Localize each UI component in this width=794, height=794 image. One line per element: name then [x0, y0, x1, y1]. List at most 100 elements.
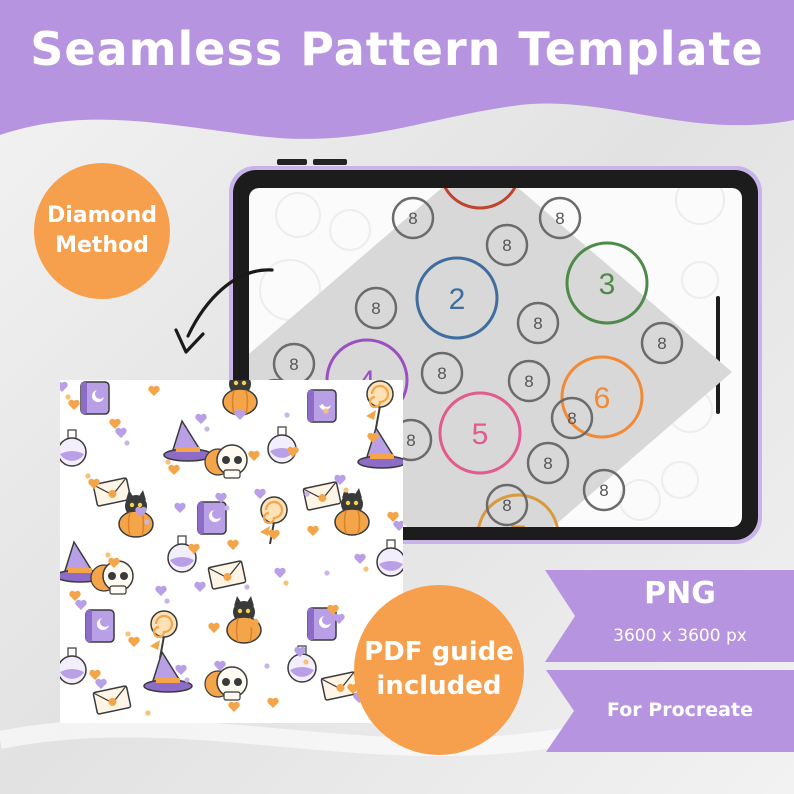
heart-icon [327, 604, 339, 615]
envelope-icon [92, 685, 132, 715]
template-number: 8 [289, 355, 298, 374]
template-number: 6 [594, 382, 611, 415]
spellbook-icon [80, 381, 110, 415]
envelope-icon [92, 477, 132, 507]
curved-arrow [174, 268, 274, 354]
heart-icon [208, 622, 220, 633]
template-ring-3: 3 [565, 241, 649, 325]
heart-icon [95, 678, 107, 689]
heart-icon [195, 413, 207, 424]
heart-icon [294, 646, 306, 657]
potion-icon [287, 645, 317, 683]
skull-icon [90, 560, 134, 595]
heart-icon [228, 701, 240, 712]
heart-icon [268, 529, 280, 540]
heart-icon [274, 567, 286, 578]
skull-icon [204, 666, 248, 701]
heart-icon [373, 441, 385, 452]
template-ring-8: 8 [550, 396, 594, 440]
heart-icon [234, 409, 246, 420]
template-ring-8: 8 [354, 286, 398, 330]
template-ring-1: 1 [438, 188, 522, 210]
badge-diamond-line1: Diamond [46, 203, 158, 229]
confetti-dot [343, 487, 349, 493]
confetti-dot [145, 710, 151, 716]
heart-icon [354, 553, 366, 564]
template-ring-8: 8 [391, 196, 435, 240]
heart-icon [314, 395, 326, 406]
template-number: 8 [533, 314, 542, 333]
heart-icon [334, 474, 346, 485]
heart-icon [267, 697, 279, 708]
heart-icon [188, 543, 200, 554]
heart-icon [307, 525, 319, 536]
heart-icon [254, 488, 266, 499]
spellbook-icon [197, 501, 227, 535]
heart-icon [287, 446, 299, 457]
pattern-preview [60, 380, 403, 723]
template-ring-8: 8 [538, 196, 582, 240]
heart-icon [60, 381, 68, 392]
template-number: 7 [510, 520, 527, 553]
confetti-dot [85, 473, 91, 479]
heart-icon [75, 599, 87, 610]
heart-icon [128, 636, 140, 647]
heart-icon [109, 418, 121, 429]
template-ring-8: 8 [485, 223, 529, 267]
spellbook-icon [307, 389, 337, 423]
heart-icon [68, 399, 80, 410]
cat-pumpkin-icon [222, 380, 258, 416]
format-ribbon [545, 570, 794, 752]
cat-pumpkin-icon [334, 488, 370, 536]
potion-icon [60, 647, 87, 685]
template-ring-7: 7 [476, 493, 560, 553]
format-type-label: PNG [644, 576, 716, 611]
template-ring-8: 8 [485, 483, 529, 527]
envelope-icon [320, 671, 360, 701]
template-number: 8 [567, 409, 576, 428]
template-number: 8 [408, 209, 417, 228]
confetti-dot [164, 598, 170, 604]
potion-icon [376, 539, 403, 577]
template-number: 8 [437, 364, 446, 383]
template-number: 8 [555, 209, 564, 228]
diamond-method-badge: Diamond Method [34, 163, 170, 299]
format-size-label: 3600 x 3600 px [613, 626, 747, 646]
heart-icon [115, 427, 127, 438]
badge-pdf-line1: PDF guide [364, 637, 514, 668]
heart-icon [367, 432, 379, 443]
heart-icon [135, 506, 147, 517]
potion-icon [167, 535, 197, 573]
badge-pdf-line2: included [376, 671, 502, 701]
lollipop-icon [366, 380, 394, 429]
template-ring-8: 8 [507, 359, 551, 403]
confetti-dot [144, 519, 150, 525]
template-number: 5 [472, 418, 489, 451]
heart-icon [168, 464, 180, 475]
template-number: 8 [371, 299, 380, 318]
skull-icon [204, 444, 248, 479]
confetti-dot [304, 491, 310, 497]
spellbook-icon [307, 607, 337, 641]
witch-hat-icon [163, 419, 213, 462]
heart-icon [248, 450, 260, 461]
page-title: Seamless Pattern Template [30, 22, 764, 76]
template-ring-8: 8 [516, 301, 560, 345]
heart-icon [174, 502, 186, 513]
heart-icon [227, 539, 239, 550]
heart-icon [387, 511, 399, 522]
confetti-dot [165, 459, 171, 465]
template-number: 8 [502, 496, 511, 515]
potion-icon [60, 429, 87, 467]
template-number: 8 [502, 236, 511, 255]
witch-hat-icon [60, 540, 105, 583]
template-number: 8 [657, 334, 666, 353]
confetti-dot [303, 659, 309, 665]
template-ring-5: 5 [438, 391, 522, 475]
template-ring-2: 2 [415, 256, 499, 340]
template-ring-8: 8 [640, 321, 684, 365]
template-number: 8 [599, 481, 608, 500]
confetti-dot [324, 570, 330, 576]
